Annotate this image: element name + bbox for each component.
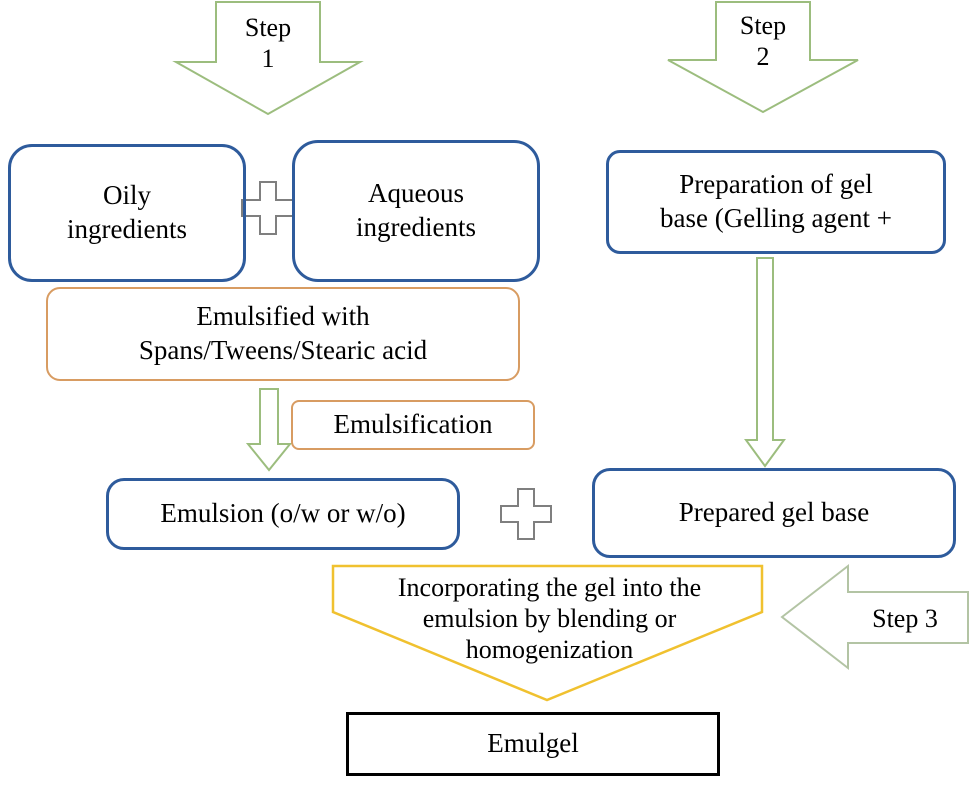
emulsification-box: Emulsification	[291, 400, 535, 450]
emulsification-down-arrow-icon	[245, 388, 293, 472]
step-1-label: Step 1	[244, 13, 292, 74]
aqueous-ingredients-box: Aqueous ingredients	[292, 140, 540, 282]
emulgel-box: Emulgel	[346, 712, 720, 776]
plus-icon	[241, 181, 295, 235]
plus-icon	[500, 488, 552, 540]
gel-base-preparation-box: Preparation of gel base (Gelling agent +	[606, 150, 946, 254]
step-2-label: Step 2	[739, 11, 787, 72]
emulsion-box: Emulsion (o/w or w/o)	[106, 478, 460, 550]
step-3-left-arrow-icon	[780, 563, 969, 671]
oily-ingredients-box: Oily ingredients	[8, 144, 246, 282]
incorporate-gel-label: Incorporating the gel into the emulsion …	[397, 573, 702, 665]
prepared-gel-base-box: Prepared gel base	[592, 468, 956, 558]
gel-base-down-arrow-icon	[744, 257, 786, 468]
emulsified-with-box: Emulsified with Spans/Tweens/Stearic aci…	[46, 287, 520, 381]
incorporate-pentagon-shape	[331, 564, 764, 702]
step-3-label: Step 3	[872, 604, 938, 633]
step-2-down-arrow-icon	[667, 1, 859, 114]
step-1-down-arrow-icon	[172, 1, 364, 116]
